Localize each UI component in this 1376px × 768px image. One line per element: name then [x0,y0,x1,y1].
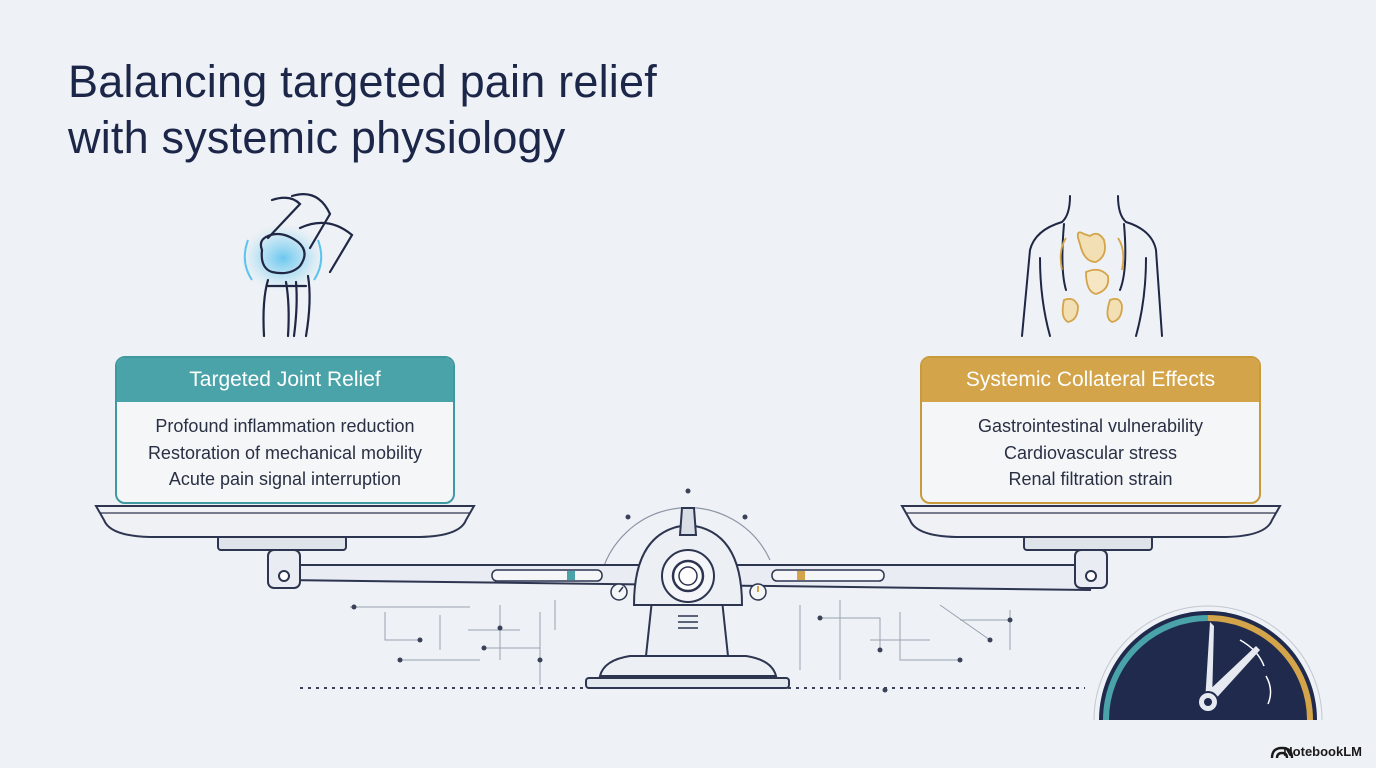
effect-item: Gastrointestinal vulnerability [977,416,1204,436]
circuit-nodes [351,604,1013,693]
card-heading-right: Systemic Collateral Effects [922,358,1259,402]
brand-watermark: NotebookLM [1257,744,1362,759]
notebooklm-logo-icon [1270,746,1294,759]
page-title: Balancing targeted pain relief with syst… [68,54,657,166]
effects-list: Gastrointestinal vulnerability Cardiovas… [922,402,1259,493]
page-title-line-2: with systemic physiology [68,112,566,163]
gauge-meter-icon [1093,605,1323,721]
effect-item: Renal filtration strain [1008,469,1173,489]
effect-item: Cardiovascular stress [1003,442,1178,463]
targeted-joint-relief-card: Targeted Joint Relief Profound inflammat… [115,356,455,504]
fulcrum-stand [585,507,790,689]
benefit-item: Restoration of mechanical mobility [147,442,423,463]
benefit-item: Profound inflammation reduction [155,416,415,436]
systemic-collateral-effects-card: Systemic Collateral Effects Gastrointest… [920,356,1261,504]
pivot-arc [599,488,771,581]
left-pan [94,505,476,589]
right-pan [900,505,1282,589]
benefits-list: Profound inflammation reduction Restorat… [117,402,453,493]
page-title-line-1: Balancing targeted pain relief [68,56,657,107]
benefit-item: Acute pain signal interruption [168,469,402,489]
card-heading-left: Targeted Joint Relief [117,358,453,402]
brand-label: NotebookLM [1283,744,1362,759]
torso-organs-icon [1021,195,1163,337]
knee-joint-icon [241,193,354,338]
